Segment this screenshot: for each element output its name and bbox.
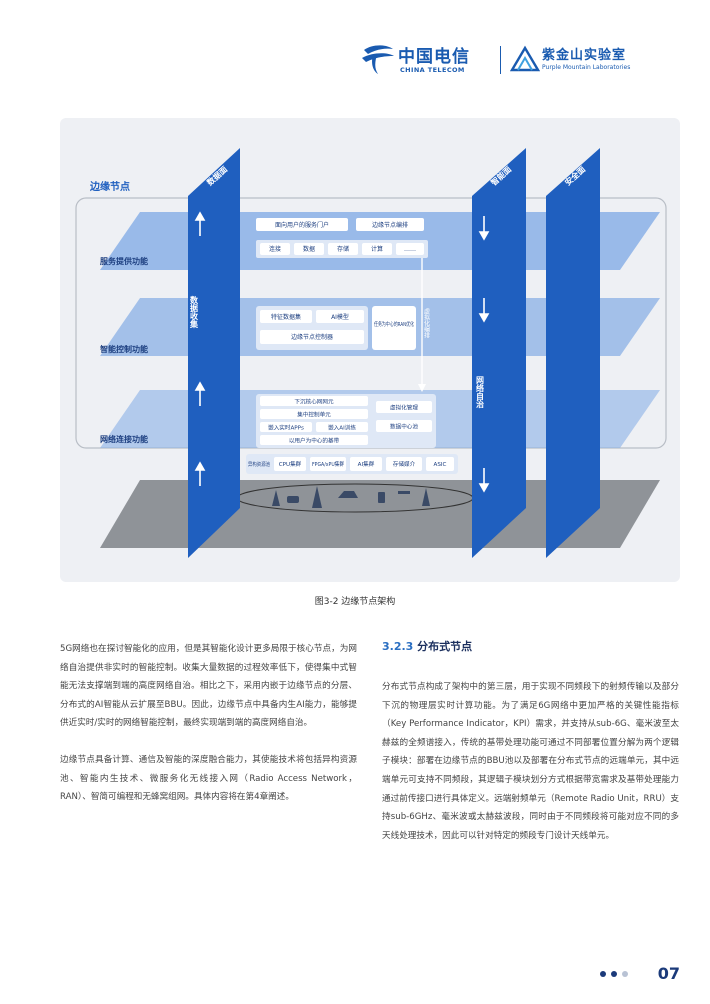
hw-fpga-text: FPGA/xPU集群 — [312, 460, 344, 468]
network-layer-boxes: 下沉核心网网元 集中控制单元 嵌入实时APPs 嵌入AI训练 以用户为中心的基带… — [256, 394, 436, 448]
net-user-centric-text: 以用户为中心的基带 — [289, 437, 340, 445]
tower-icon — [312, 486, 322, 508]
china-telecom-en: CHINA TELECOM — [400, 66, 465, 74]
intelligence-plane — [472, 148, 526, 558]
china-telecom-cn: 中国电信 — [398, 47, 470, 67]
svc-portal-text: 面向用户的服务门户 — [275, 221, 329, 229]
security-plane — [546, 148, 600, 558]
section-heading: 3.2.3 分布式节点 — [382, 638, 472, 654]
pager-dot-icon — [611, 971, 617, 977]
right-column: 分布式节点构成了架构中的第三层，用于实现不同频段下的射频传输以及部分下沉的物理层… — [382, 678, 679, 845]
terminal-devices — [272, 486, 430, 508]
car-icon — [338, 491, 358, 498]
virt-orch-arrowhead — [418, 384, 426, 392]
hw-ai-text: AI集群 — [358, 460, 375, 468]
page-footer: 07 — [600, 964, 680, 984]
layer-service-label: 服务提供功能 — [100, 256, 148, 266]
data-plane-up-arrows — [194, 211, 206, 486]
net-central-ctrl-text: 集中控制单元 — [297, 411, 331, 419]
svc-item-3: 计算 — [371, 245, 383, 253]
purple-mountain-logo: 紫金山实验室 Purple Mountain Laboratories — [510, 42, 680, 80]
figure-caption: 图3-2 边缘节点架构 — [314, 597, 396, 607]
hw-storage-text: 存储媒介 — [393, 460, 416, 468]
china-telecom-emblem-icon — [362, 45, 394, 74]
hardware-pool-row: 异构资源池 CPU集群 FPGA/xPU集群 AI集群 存储媒介 ASIC — [246, 454, 458, 474]
hw-asic-text: ASIC — [434, 462, 447, 468]
intel-feature-set-text: 特征数据集 — [271, 313, 301, 321]
hw-pool-text: 异构资源池 — [248, 460, 270, 468]
net-autonomy-label: 网络自治 — [476, 376, 485, 409]
intel-plane-down-arrows — [478, 216, 490, 493]
layer-intel-label: 智能控制功能 — [100, 344, 148, 354]
intel-ran-text: 任务为中心的RAN优化 — [374, 320, 414, 328]
svc-item-0: 连接 — [269, 245, 281, 253]
mountain-emblem-icon — [510, 45, 540, 72]
edge-node-architecture-diagram: 边缘节点 服务提供功能 智能控制功能 网络连接功能 数据面 智能面 安全面 数据… — [75, 148, 667, 558]
data-collect-text: 数据收集 — [189, 295, 199, 329]
section-number: 3.2.3 — [382, 640, 414, 653]
net-dc-pool-text: 数据中心池 — [390, 423, 418, 431]
svc-item-1: 数据 — [303, 245, 315, 253]
page-number: 07 — [657, 964, 680, 983]
header-logos: 中国电信 CHINA TELECOM 紫金山实验室 Purple Mountai… — [360, 40, 680, 80]
net-embed-ai-text: 嵌入AI训练 — [328, 424, 356, 432]
svc-item-4: …… — [404, 246, 416, 253]
virt-orch-text: 虚拟化编排 — [423, 307, 430, 339]
intel-controller-text: 边缘节点控制器 — [291, 333, 333, 341]
intel-ai-model-text: AI模型 — [331, 313, 349, 321]
hw-cpu-text: CPU集群 — [279, 460, 302, 468]
svc-item-2: 存储 — [337, 245, 349, 253]
layer-network-label: 网络连接功能 — [100, 434, 148, 444]
phone-icon — [378, 492, 385, 503]
purple-mountain-cn: 紫金山实验室 — [542, 48, 627, 63]
logo-divider — [500, 46, 501, 74]
left-paragraph-1: 5G网络也在探讨智能化的应用，但是其智能化设计更多局限于核心节点，为网络自治提供… — [60, 644, 357, 729]
net-virt-mgmt-text: 虚拟化管理 — [390, 404, 418, 412]
pager-dot-icon — [600, 971, 606, 977]
service-layer-boxes: 面向用户的服务门户 边缘节点编排 连接 数据 存储 计算 …… — [256, 218, 428, 258]
svc-orch-text: 边缘节点编排 — [372, 221, 408, 229]
right-paragraph-1: 分布式节点构成了架构中的第三层，用于实现不同频段下的射频传输以及部分下沉的物理层… — [382, 682, 679, 841]
net-autonomy-text: 网络自治 — [476, 376, 485, 409]
tower-icon — [422, 488, 430, 506]
pager-dot-icon — [622, 971, 628, 977]
figure-panel: 边缘节点 服务提供功能 智能控制功能 网络连接功能 数据面 智能面 安全面 数据… — [60, 118, 680, 582]
purple-mountain-en: Purple Mountain Laboratories — [542, 64, 631, 71]
left-column: 5G网络也在探讨智能化的应用，但是其智能化设计更多局限于核心节点，为网络自治提供… — [60, 640, 357, 807]
net-core-sink-text: 下沉核心网网元 — [294, 398, 334, 406]
tower-icon — [272, 490, 280, 506]
vr-headset-icon — [287, 496, 299, 503]
data-collect-label: 数据收集 — [189, 295, 199, 329]
left-paragraph-2: 边缘节点具备计算、通信及智能的深度融合能力，其使能技术将包括异构资源池、智能内生… — [60, 754, 357, 803]
data-plane — [188, 148, 240, 558]
net-embed-app-text: 嵌入实时APPs — [268, 424, 304, 432]
drone-icon — [398, 491, 410, 494]
edge-node-label: 边缘节点 — [89, 180, 130, 193]
intel-layer-boxes: 特征数据集 AI模型 边缘节点控制器 任务为中心的RAN优化 — [256, 306, 416, 350]
section-title: 分布式节点 — [417, 640, 473, 653]
china-telecom-logo: 中国电信 CHINA TELECOM — [360, 42, 490, 80]
